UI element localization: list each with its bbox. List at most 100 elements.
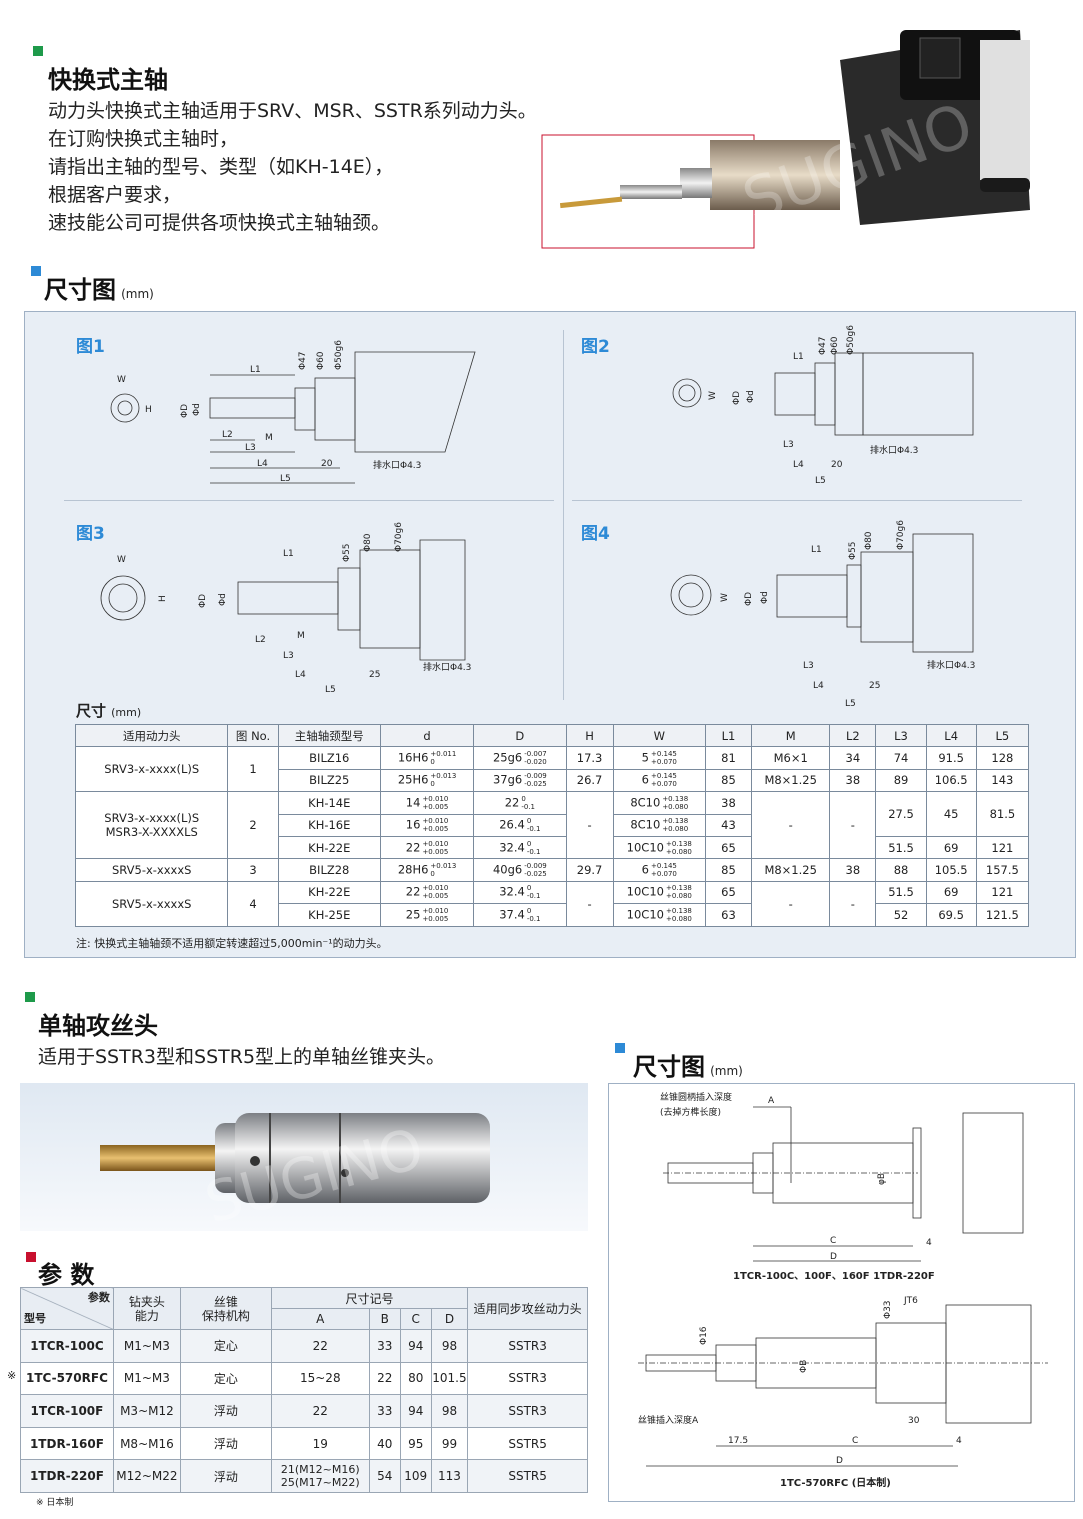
svg-text:L5: L5 <box>815 476 826 486</box>
svg-text:L5: L5 <box>845 699 856 709</box>
intro-line: 动力头快换式主轴适用于SRV、MSR、SSTR系列动力头。 <box>48 100 537 122</box>
svg-text:A: A <box>768 1096 775 1106</box>
svg-text:D: D <box>836 1456 843 1466</box>
svg-text:Φd: Φd <box>192 403 202 416</box>
fig4-title: 图4 <box>581 524 610 544</box>
svg-text:Φ50g6: Φ50g6 <box>334 340 344 370</box>
svg-text:20: 20 <box>831 460 843 470</box>
svg-text:L1: L1 <box>793 352 804 362</box>
divider <box>64 500 554 501</box>
svg-text:C: C <box>852 1436 858 1446</box>
table-note: 注: 快换式主轴轴颈不适用额定转速超过5,000min⁻¹的动力头。 <box>76 937 388 950</box>
svg-text:L3: L3 <box>283 651 294 661</box>
tap-dim-panel <box>608 1083 1075 1502</box>
svg-text:丝锥圆柄插入深度: 丝锥圆柄插入深度 <box>660 1091 732 1103</box>
svg-text:C: C <box>830 1236 836 1246</box>
svg-text:L5: L5 <box>280 474 291 484</box>
svg-text:(去掉方榫长度): (去掉方榫长度) <box>660 1106 721 1118</box>
svg-text:1TC-570RFC (日本制): 1TC-570RFC (日本制) <box>780 1476 891 1489</box>
svg-text:L3: L3 <box>803 661 814 671</box>
svg-text:排水口Φ4.3: 排水口Φ4.3 <box>373 459 421 471</box>
table-row: SRV5-x-xxxxS 4 KH-22E 22+0.010+0.005 32.… <box>74 880 1030 927</box>
svg-text:Φ47: Φ47 <box>818 336 828 355</box>
svg-text:Φ33: Φ33 <box>883 1300 893 1319</box>
svg-text:30: 30 <box>908 1416 920 1426</box>
green-square-icon <box>33 46 43 56</box>
svg-text:H: H <box>145 405 152 415</box>
svg-text:L4: L4 <box>295 670 306 680</box>
size-label: 尺寸 (mm) <box>76 702 142 720</box>
svg-text:L3: L3 <box>783 440 794 450</box>
tap-dim-drawing: 丝锥圆柄插入深度 (去掉方榫长度) A φB C D 4 1TCR-100C、1… <box>638 1091 1048 1489</box>
blue-square-icon <box>31 266 41 276</box>
svg-text:Φ60: Φ60 <box>830 336 840 355</box>
svg-text:Φd: Φd <box>760 591 770 604</box>
dim-title: 尺寸图 (mm) <box>44 276 154 304</box>
svg-text:ΦD: ΦD <box>198 594 208 608</box>
svg-text:25: 25 <box>869 681 880 691</box>
fig2-drawing: W ΦD Φd L1 L3 L4 20 L5 Φ47 Φ60 Φ50g6 排水口… <box>672 325 974 486</box>
svg-text:排水口Φ4.3: 排水口Φ4.3 <box>927 659 975 671</box>
intro-line: 根据客户要求， <box>48 184 182 206</box>
svg-text:Φ60: Φ60 <box>316 351 326 370</box>
svg-text:丝锥插入深度A: 丝锥插入深度A <box>638 1414 699 1426</box>
fig2-title: 图2 <box>581 337 610 357</box>
section-title-tap-head: 单轴攻丝头 <box>38 1012 158 1040</box>
params-table: 参数 型号 钻夹头 能力 丝锥 保持机构 尺寸记号 适用同步攻丝动力头 A B … <box>20 1287 588 1493</box>
svg-text:Φ70g6: Φ70g6 <box>394 522 404 552</box>
svg-text:ΦD: ΦD <box>180 404 190 418</box>
svg-text:Φ47: Φ47 <box>298 351 308 370</box>
svg-text:Φd: Φd <box>746 390 756 403</box>
fig1-drawing: W H L1 L2 M L3 L4 20 L5 Φ47 Φ60 Φ50g6 ΦD… <box>110 340 476 484</box>
svg-text:1TCR-100C、100F、160F 1TDR-220F: 1TCR-100C、100F、160F 1TDR-220F <box>733 1271 935 1282</box>
svg-text:W: W <box>720 593 730 602</box>
svg-text:L1: L1 <box>250 365 261 375</box>
svg-text:L4: L4 <box>793 460 804 470</box>
svg-text:L4: L4 <box>257 459 268 469</box>
svg-text:W: W <box>117 555 126 565</box>
svg-text:ΦB: ΦB <box>799 1360 809 1373</box>
svg-text:L2: L2 <box>222 430 233 440</box>
svg-text:Φ80: Φ80 <box>363 533 373 552</box>
params-note: ※ 日本制 <box>36 1498 74 1508</box>
svg-text:Φ80: Φ80 <box>864 531 874 550</box>
svg-text:D: D <box>830 1252 837 1262</box>
svg-text:排水口Φ4.3: 排水口Φ4.3 <box>423 661 471 673</box>
svg-text:L4: L4 <box>813 681 824 691</box>
intro-line: 在订购快换式主轴时， <box>48 128 239 150</box>
fig1-title: 图1 <box>76 337 105 357</box>
fig4-drawing: W ΦD Φd L1 L3 L4 25 L5 Φ55 Φ80 Φ70g6 排水口… <box>670 520 975 709</box>
svg-text:20: 20 <box>321 459 333 469</box>
tap-dim-title: 尺寸图 (mm) <box>633 1053 743 1081</box>
red-square-icon <box>26 1252 36 1262</box>
divider <box>563 330 564 700</box>
svg-text:Φd: Φd <box>218 593 228 606</box>
tap-head-image: SUGINO <box>20 1083 588 1231</box>
svg-text:ΦD: ΦD <box>744 592 754 606</box>
svg-text:M: M <box>297 631 305 641</box>
tap-head-desc: 适用于SSTR3型和SSTR5型上的单轴丝锥夹头。 <box>38 1046 446 1068</box>
params-title: 参 数 <box>38 1261 95 1289</box>
svg-text:Φ50g6: Φ50g6 <box>846 325 856 355</box>
spindle-dimension-table: 适用动力头 图 No. 主轴轴颈型号 d D H W L1 M L2 L3 L4… <box>74 723 1030 927</box>
svg-text:L3: L3 <box>245 443 256 453</box>
svg-text:L1: L1 <box>283 549 294 559</box>
section-title-quick-spindle: 快换式主轴 <box>48 66 168 94</box>
svg-text:17.5: 17.5 <box>728 1436 748 1446</box>
svg-text:φB: φB <box>877 1173 887 1185</box>
intro-text: 动力头快换式主轴适用于SRV、MSR、SSTR系列动力头。 在订购快换式主轴时，… <box>48 97 537 237</box>
svg-text:W: W <box>708 391 718 400</box>
svg-text:排水口Φ4.3: 排水口Φ4.3 <box>870 444 918 456</box>
blue-square-icon <box>615 1043 625 1053</box>
intro-line: 请指出主轴的型号、类型（如KH-14E）， <box>48 156 394 178</box>
intro-line: 速技能公司可提供各项快换式主轴轴颈。 <box>48 212 391 234</box>
svg-text:L5: L5 <box>325 685 336 695</box>
